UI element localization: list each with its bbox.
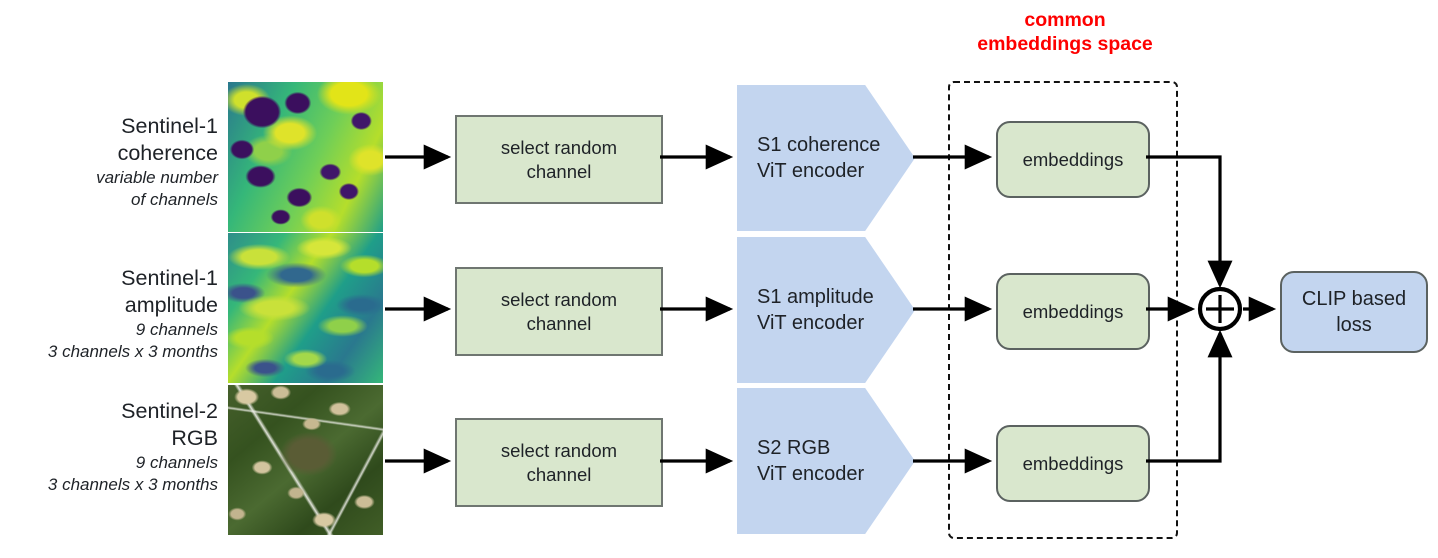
encoder-3-line2: ViT encoder xyxy=(757,463,865,485)
select-box-1-text: select random channel xyxy=(501,136,617,184)
select-random-channel-box-3[interactable]: select random channel xyxy=(455,418,663,507)
encoder-1-line2: ViT encoder xyxy=(757,160,865,182)
encoder-1-text: S1 coherence ViT encoder xyxy=(737,132,880,184)
row2-label-main-line2: amplitude xyxy=(124,293,218,317)
row1-label-sub-line1: variable number xyxy=(96,168,218,187)
select-box-3-line2: channel xyxy=(526,463,592,485)
embeddings-3-label: embeddings xyxy=(1022,452,1124,474)
embeddings-box-2[interactable]: embeddings xyxy=(996,273,1150,350)
s1-coherence-thumbnail xyxy=(228,82,383,232)
row1-label-main-line1: Sentinel-1 xyxy=(121,114,218,138)
sum-operator-icon xyxy=(1197,286,1243,332)
s1-amplitude-thumbnail xyxy=(228,233,383,383)
title-line-1: common xyxy=(1024,9,1106,31)
embeddings-box-1[interactable]: embeddings xyxy=(996,121,1150,198)
s1-coherence-thumbnail-pixels xyxy=(228,82,383,232)
title-line-2: embeddings space xyxy=(977,33,1153,55)
encoder-2-line2: ViT encoder xyxy=(757,312,865,334)
embeddings-1-label: embeddings xyxy=(1022,148,1124,170)
encoder-3-line1: S2 RGB xyxy=(757,437,831,459)
select-box-3-line1: select random xyxy=(500,439,618,461)
row2-label-sub-line2: 3 channels x 3 months xyxy=(47,342,218,361)
select-box-2-text: select random channel xyxy=(501,288,617,336)
row3-label-sub-line1: 9 channels xyxy=(135,453,218,472)
clip-loss-text: CLIP based loss xyxy=(1302,286,1406,338)
encoder-2-line1: S1 amplitude xyxy=(757,286,874,308)
clip-loss-line2: loss xyxy=(1336,314,1372,336)
s2-rgb-vit-encoder[interactable]: S2 RGB ViT encoder xyxy=(737,388,915,534)
embeddings-2-label: embeddings xyxy=(1022,300,1124,322)
encoder-3-text: S2 RGB ViT encoder xyxy=(737,435,864,487)
select-random-channel-box-2[interactable]: select random channel xyxy=(455,267,663,356)
row-label-s1-coherence: Sentinel-1 coherence variable number of … xyxy=(0,113,218,211)
s2-rgb-thumbnail-pixels xyxy=(228,385,383,535)
common-embeddings-space-title: common embeddings space xyxy=(950,8,1180,56)
row-label-s2-rgb: Sentinel-2 RGB 9 channels 3 channels x 3… xyxy=(0,398,218,496)
encoder-1-line1: S1 coherence xyxy=(757,134,881,156)
clip-based-loss-box[interactable]: CLIP based loss xyxy=(1280,271,1428,353)
s1-amplitude-vit-encoder[interactable]: S1 amplitude ViT encoder xyxy=(737,237,915,383)
row3-label-main-line2: RGB xyxy=(171,426,218,450)
select-random-channel-box-1[interactable]: select random channel xyxy=(455,115,663,204)
select-box-1-line2: channel xyxy=(526,160,592,182)
row-label-s1-amplitude: Sentinel-1 amplitude 9 channels 3 channe… xyxy=(0,265,218,363)
select-box-1-line1: select random xyxy=(500,136,618,158)
row1-label-sub-line2: of channels xyxy=(131,190,218,209)
clip-loss-line1: CLIP based xyxy=(1301,288,1407,310)
row1-label-main-line2: coherence xyxy=(117,141,218,165)
s2-rgb-thumbnail xyxy=(228,385,383,535)
row2-label-main-line1: Sentinel-1 xyxy=(121,266,218,290)
row3-label-main-line1: Sentinel-2 xyxy=(121,399,218,423)
embeddings-box-3[interactable]: embeddings xyxy=(996,425,1150,502)
select-box-2-line2: channel xyxy=(526,312,592,334)
row2-label-sub-line1: 9 channels xyxy=(135,320,218,339)
select-box-3-text: select random channel xyxy=(501,439,617,487)
select-box-2-line1: select random xyxy=(500,288,618,310)
row3-label-sub-line2: 3 channels x 3 months xyxy=(47,475,218,494)
s1-coherence-vit-encoder[interactable]: S1 coherence ViT encoder xyxy=(737,85,915,231)
s1-amplitude-thumbnail-pixels xyxy=(228,233,383,383)
encoder-2-text: S1 amplitude ViT encoder xyxy=(737,284,874,336)
